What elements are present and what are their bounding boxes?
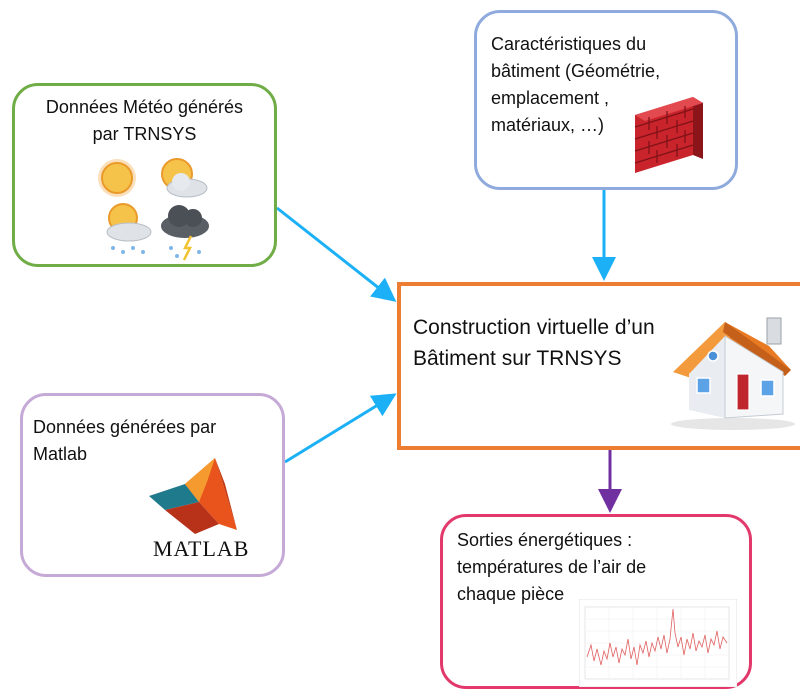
arrow-matlab-to-construction — [284, 393, 397, 464]
storm-cloud-icon — [161, 205, 209, 261]
meteo-data-box: Données Météo générés par TRNSYS — [12, 83, 277, 267]
matlab-logo-text: MATLAB — [153, 536, 250, 561]
brick-wall-icon — [634, 97, 703, 173]
snow-cloud-icon — [106, 203, 152, 254]
temperature-chart-icon — [579, 599, 737, 687]
virtual-construction-box: Construction virtuelle d’un Bâtiment sur… — [397, 282, 800, 450]
weather-icons — [98, 158, 209, 261]
energy-outputs-box: Sorties énergétiques : températures de l… — [440, 514, 752, 689]
matlab-data-box: Données générées par Matlab MATLAB — [20, 393, 285, 577]
matlab-logo-icon — [149, 458, 237, 534]
sun-icon — [98, 159, 136, 197]
matlab-data-label: Données générées par Matlab — [33, 417, 217, 464]
virtual-construction-label: Construction virtuelle d’un Bâtiment sur… — [413, 316, 655, 370]
meteo-data-label: Données Météo générés par TRNSYS — [45, 97, 244, 144]
sun-cloud-icon — [161, 158, 208, 198]
energy-outputs-label: Sorties énergétiques : températures de l… — [457, 530, 647, 604]
house-icon — [671, 317, 795, 430]
arrow-meteo-to-construction — [276, 206, 397, 302]
building-characteristics-label: Caractéristiques du bâtiment (Géométrie,… — [491, 34, 661, 135]
building-characteristics-box: Caractéristiques du bâtiment (Géométrie,… — [474, 10, 738, 190]
